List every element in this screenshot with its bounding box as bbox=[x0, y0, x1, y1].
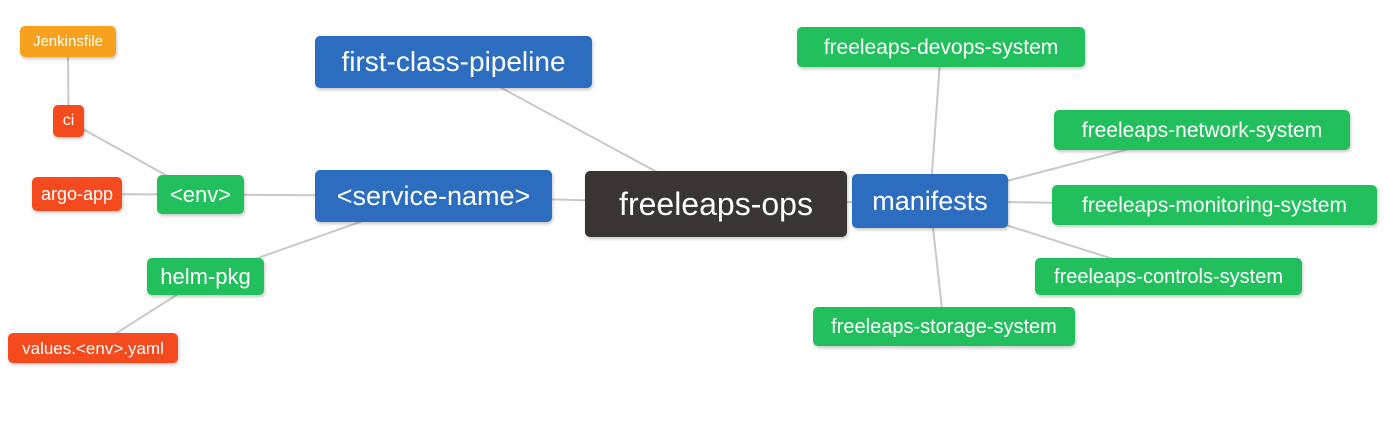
mindmap-node-helm-pkg[interactable]: helm-pkg bbox=[147, 258, 264, 295]
mindmap-node-freeleaps-controls-system[interactable]: freeleaps-controls-system bbox=[1035, 258, 1302, 295]
mindmap-node-values-env-yaml[interactable]: values.<env>.yaml bbox=[8, 333, 178, 363]
mindmap-node-env[interactable]: <env> bbox=[157, 175, 244, 214]
mindmap-node-freeleaps-storage-system[interactable]: freeleaps-storage-system bbox=[813, 307, 1075, 346]
mindmap-node-freeleaps-devops-system[interactable]: freeleaps-devops-system bbox=[797, 27, 1085, 67]
mindmap-node-ci[interactable]: ci bbox=[53, 105, 84, 137]
mindmap-node-first-class-pipeline[interactable]: first-class-pipeline bbox=[315, 36, 592, 88]
mindmap-node-argo-app[interactable]: argo-app bbox=[32, 177, 122, 211]
mindmap-node-jenkinsfile[interactable]: Jenkinsfile bbox=[20, 26, 116, 57]
mindmap-node-freeleaps-network-system[interactable]: freeleaps-network-system bbox=[1054, 110, 1350, 150]
mindmap-node-freeleaps-monitoring-system[interactable]: freeleaps-monitoring-system bbox=[1052, 185, 1377, 225]
mindmap-node-manifests[interactable]: manifests bbox=[852, 174, 1008, 228]
mindmap-node-service-name[interactable]: <service-name> bbox=[315, 170, 552, 222]
mindmap-node-freeleaps-ops[interactable]: freeleaps-ops bbox=[585, 171, 847, 237]
